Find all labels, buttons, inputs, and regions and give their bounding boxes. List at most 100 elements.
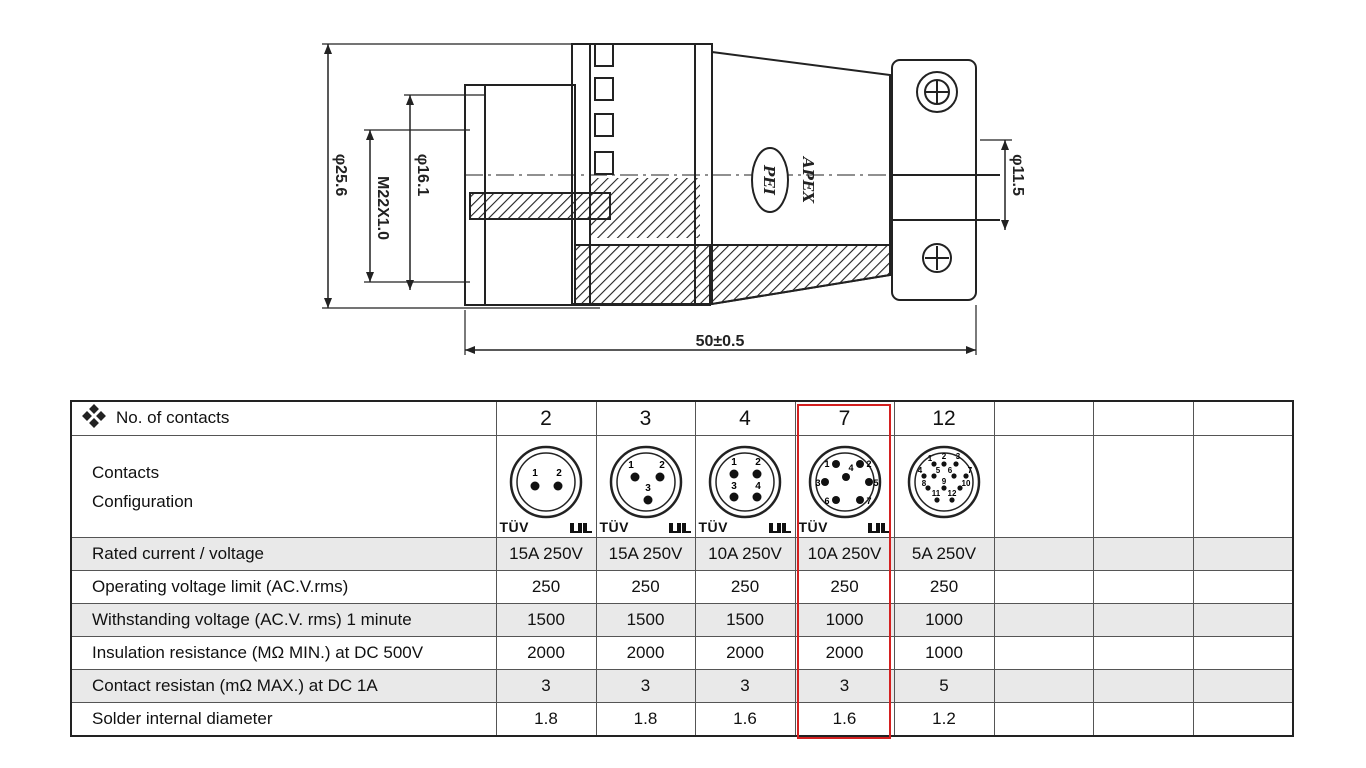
connector-body	[464, 43, 1000, 355]
connector-drawing: φ25.6 M22X1.0 φ16.1	[300, 30, 1060, 375]
config-label-line1: Contacts	[92, 462, 160, 482]
table-cell: 1000	[893, 636, 995, 670]
row-label: Solder internal diameter	[70, 702, 497, 737]
pin-label: 2	[556, 468, 562, 479]
table-cell: 3	[694, 669, 796, 703]
row-label: Insulation resistance (MΩ MIN.) at DC 50…	[70, 636, 497, 670]
pin-label: 1	[532, 468, 538, 479]
row-label: Contact resistan (mΩ MAX.) at DC 1A	[70, 669, 497, 703]
pin-label: 1	[928, 454, 933, 463]
table-cell: 3	[495, 669, 597, 703]
spec-row: Insulation resistance (MΩ MIN.) at DC 50…	[70, 636, 1294, 670]
tuv-mark: TÜV	[698, 519, 728, 535]
table-cell	[993, 537, 1094, 571]
table-cell: 1.6	[794, 702, 895, 737]
table-cell: 5	[893, 669, 995, 703]
dim-cable-text: φ11.5	[1009, 154, 1026, 196]
tuv-mark: TÜV	[798, 519, 828, 535]
config-label-cell: Contacts Configuration	[70, 435, 497, 538]
ul-recognized-icon	[768, 523, 791, 533]
table-cell: 15A 250V	[595, 537, 696, 571]
table-cell	[1192, 636, 1294, 670]
header-row: No. of contacts 2 3 4 7 12	[70, 400, 1294, 436]
ul-recognized-icon	[867, 523, 890, 533]
column-header	[1092, 400, 1194, 436]
table-cell	[1192, 669, 1294, 703]
table-cell: 2000	[794, 636, 895, 670]
dim-outer-diameter-text: φ25.6	[332, 154, 349, 197]
dim-length-text: 50±0.5	[696, 333, 745, 350]
dim-thread-text: M22X1.0	[374, 176, 391, 240]
pin-label: 1	[628, 460, 634, 471]
table-cell: 10A 250V	[794, 537, 895, 571]
pin-config-3: 1 2 3 TÜV	[595, 435, 696, 538]
table-cell: 1500	[694, 603, 796, 637]
config-label-line2: Configuration	[92, 491, 194, 511]
dim-thread: M22X1.0	[364, 129, 470, 283]
dim-inner-diameter: φ16.1	[404, 94, 485, 290]
table-cell: 1.8	[495, 702, 597, 737]
pin-label: 12	[948, 489, 957, 498]
pin-label: 3	[956, 452, 961, 461]
brand-logo-text: PEI	[760, 164, 778, 196]
pin-label: 7	[866, 496, 871, 506]
pin-label: 10	[962, 479, 971, 488]
table-cell: 250	[495, 570, 597, 604]
table-cell: 1000	[794, 603, 895, 637]
column-header: 3	[595, 400, 696, 436]
config-row: Contacts Configuration 1 2 TÜV 1 2 3 TÜV	[70, 435, 1294, 538]
table-cell	[993, 570, 1094, 604]
spec-row: Operating voltage limit (AC.V.rms) 250 2…	[70, 570, 1294, 604]
header-label: No. of contacts	[116, 407, 230, 427]
table-cell	[993, 603, 1094, 637]
tuv-mark: TÜV	[499, 519, 529, 535]
row-label: Operating voltage limit (AC.V.rms)	[70, 570, 497, 604]
pin-label: 1	[731, 457, 737, 468]
table-cell	[993, 636, 1094, 670]
pin-label: 2	[755, 457, 761, 468]
column-header: 4	[694, 400, 796, 436]
ul-recognized-icon	[569, 523, 592, 533]
pin-config-7: 1 2 3 4 5 6 7 TÜV	[794, 435, 895, 538]
table-cell: 2000	[595, 636, 696, 670]
dim-cable: φ11.5	[980, 139, 1026, 230]
dim-inner-diameter-text: φ16.1	[414, 154, 431, 197]
spec-row: Solder internal diameter 1.8 1.8 1.6 1.6…	[70, 702, 1294, 737]
pin-label: 6	[948, 466, 953, 475]
pin-label: 4	[918, 466, 923, 475]
table-cell	[1192, 603, 1294, 637]
pin-label: 5	[873, 478, 878, 488]
table-cell: 5A 250V	[893, 537, 995, 571]
pin-layout-3-icon: 1 2 3	[609, 445, 682, 519]
table-cell	[1092, 603, 1194, 637]
spec-row: Withstanding voltage (AC.V. rms) 1 minut…	[70, 603, 1294, 637]
table-cell	[1092, 537, 1194, 571]
table-cell	[1092, 570, 1194, 604]
column-header	[1192, 400, 1294, 436]
pin-label: 2	[659, 460, 665, 471]
table-cell: 1500	[595, 603, 696, 637]
table-cell: 1.6	[694, 702, 796, 737]
pin-label: 3	[731, 481, 737, 492]
pin-label: 4	[755, 481, 761, 492]
pin-label: 11	[932, 489, 941, 498]
column-header: 2	[495, 400, 597, 436]
pin-label: 5	[936, 466, 941, 475]
spec-row: Contact resistan (mΩ MAX.) at DC 1A 3 3 …	[70, 669, 1294, 703]
table-cell: 1.8	[595, 702, 696, 737]
column-header	[993, 400, 1094, 436]
table-cell: 2000	[694, 636, 796, 670]
row-label: Rated current / voltage	[70, 537, 497, 571]
table-cell: 3	[794, 669, 895, 703]
pin-label: 1	[824, 459, 829, 469]
pin-label: 6	[824, 496, 829, 506]
table-cell: 2000	[495, 636, 597, 670]
table-cell	[1092, 702, 1194, 737]
pin-layout-2-icon: 1 2	[509, 445, 583, 519]
ul-recognized-icon	[668, 523, 691, 533]
table-cell	[993, 669, 1094, 703]
table-cell: 1500	[495, 603, 597, 637]
pin-config-12: 1 2 3 4 5 6 7 8 9 10 11 12	[893, 435, 995, 538]
column-header: 7	[794, 400, 895, 436]
table-cell: 250	[794, 570, 895, 604]
